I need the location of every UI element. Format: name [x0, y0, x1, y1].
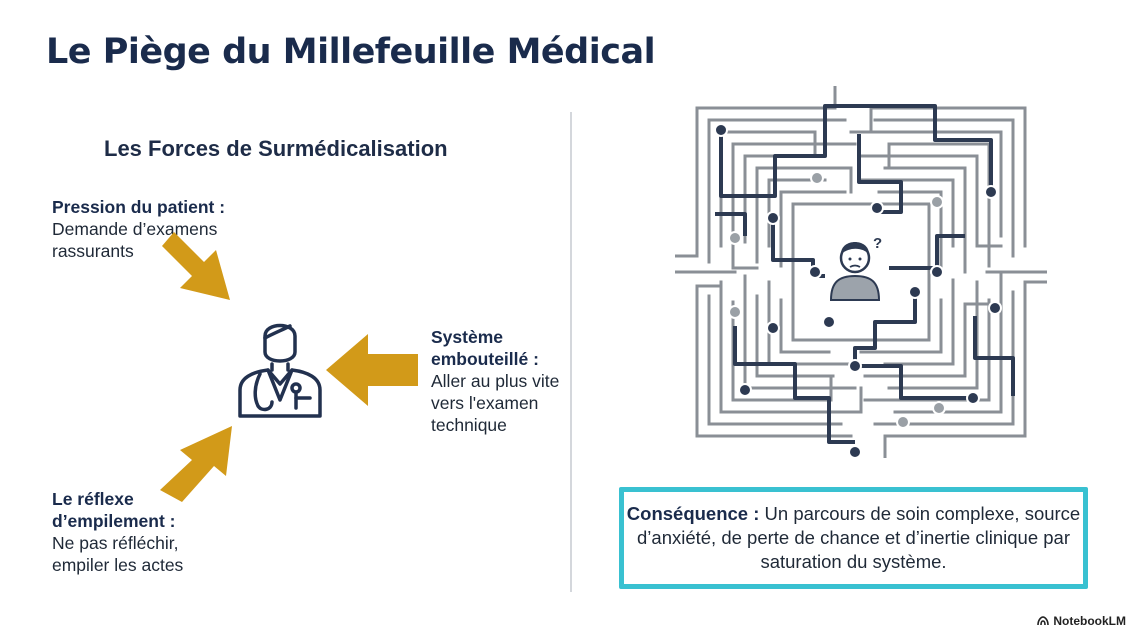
force-stacking-reflex: Le réflexe d’empilement : Ne pas réfléch…	[52, 488, 222, 576]
consequence-label: Conséquence :	[626, 503, 760, 524]
consequence-box: Conséquence : Un parcours de soin comple…	[619, 487, 1088, 589]
maze-illustration: ?	[675, 86, 1047, 458]
arrow-left-icon	[326, 334, 418, 406]
brand-name: NotebookLM	[1053, 614, 1126, 628]
force-description: Aller au plus vite vers l'examen techniq…	[431, 371, 560, 435]
force-description: Ne pas réfléchir, empiler les actes	[52, 533, 184, 575]
slide-title: Le Piège du Millefeuille Médical	[46, 32, 656, 72]
doctor-icon	[238, 323, 322, 418]
arrow-up-right-icon	[160, 426, 232, 502]
confused-person-icon: ?	[825, 235, 889, 302]
force-label: Pression du patient :	[52, 197, 226, 217]
question-mark-icon: ?	[873, 235, 882, 252]
consequence-content: Conséquence : Un parcours de soin comple…	[624, 502, 1083, 574]
force-description: Demande d’examens rassurants	[52, 219, 218, 261]
force-label: Le réflexe d’empilement :	[52, 489, 176, 531]
force-patient-pressure: Pression du patient : Demande d’examens …	[52, 196, 252, 262]
force-label: Système embouteillé :	[431, 327, 539, 369]
notebooklm-logo-icon	[1037, 616, 1050, 626]
panel-divider	[570, 112, 572, 592]
consequence-text: Un parcours de soin complexe, source d’a…	[637, 503, 1081, 572]
force-blocked-system: Système embouteillé : Aller au plus vite…	[431, 326, 571, 436]
brand-watermark: NotebookLM	[1037, 614, 1126, 628]
forces-subtitle: Les Forces de Surmédicalisation	[104, 136, 448, 161]
arrow-down-right-icon	[162, 232, 230, 300]
